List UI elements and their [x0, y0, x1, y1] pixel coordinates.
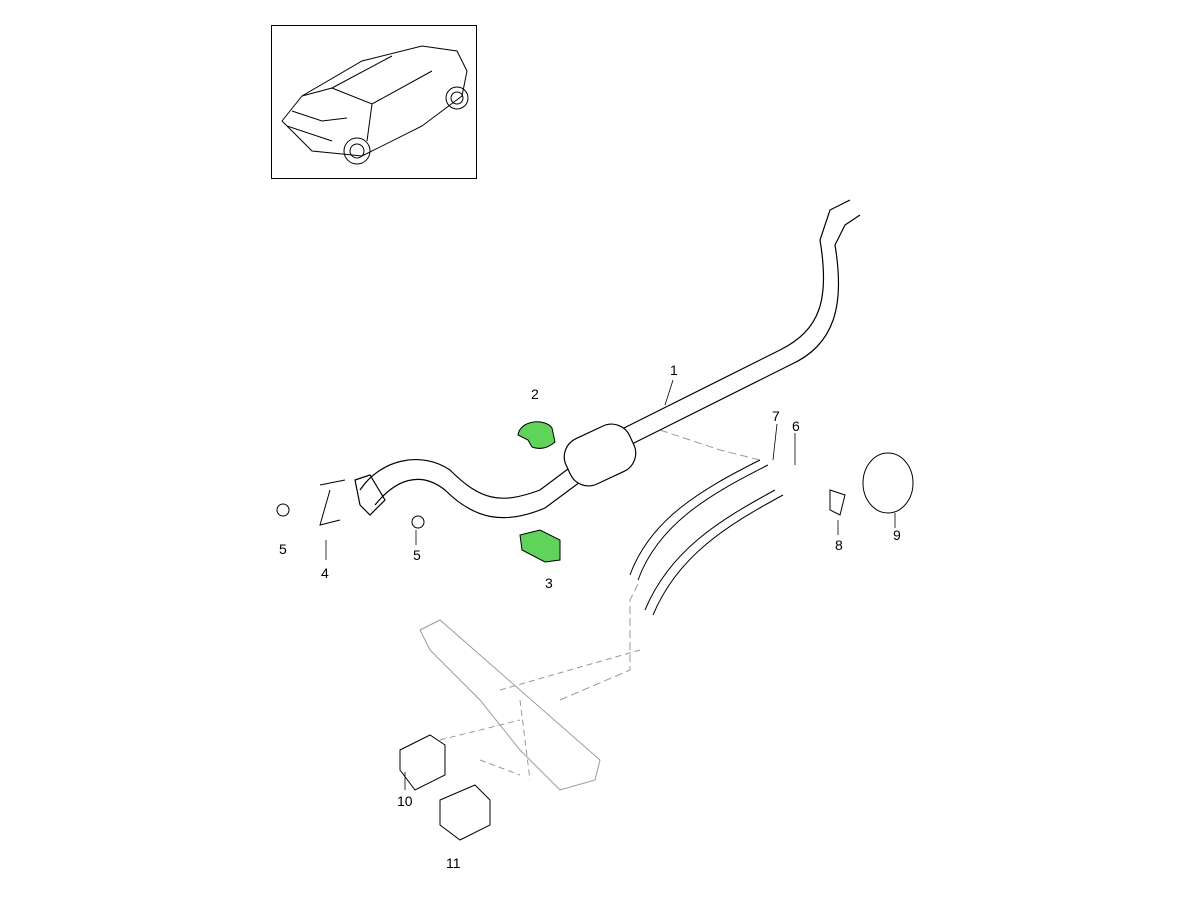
brake-hoses [629, 459, 784, 616]
nut-5-left [276, 503, 290, 517]
callout-5-right[interactable]: 5 [413, 547, 421, 563]
coupling-link [319, 479, 346, 526]
vehicle-thumbnail [271, 25, 477, 179]
subframe-outline [419, 429, 761, 791]
car-icon [281, 45, 469, 165]
callout-1[interactable]: 1 [670, 362, 678, 378]
mount-11 [439, 784, 491, 841]
nut-5-right [411, 515, 425, 529]
callout-8[interactable]: 8 [835, 537, 843, 553]
callout-2[interactable]: 2 [531, 386, 539, 402]
callout-11[interactable]: 11 [446, 855, 461, 871]
callout-5-left[interactable]: 5 [279, 541, 287, 557]
clamp-9 [862, 452, 914, 514]
callout-6[interactable]: 6 [792, 418, 800, 434]
callout-9[interactable]: 9 [893, 527, 901, 543]
bushing-lower [519, 529, 561, 563]
stabilizer-bar [354, 199, 861, 519]
callout-10[interactable]: 10 [397, 793, 413, 809]
bushing-upper [517, 421, 556, 449]
callout-3[interactable]: 3 [545, 575, 553, 591]
bracket-8 [829, 489, 846, 516]
callout-4[interactable]: 4 [321, 565, 329, 581]
callout-7[interactable]: 7 [772, 408, 780, 424]
mount-10 [399, 734, 446, 791]
